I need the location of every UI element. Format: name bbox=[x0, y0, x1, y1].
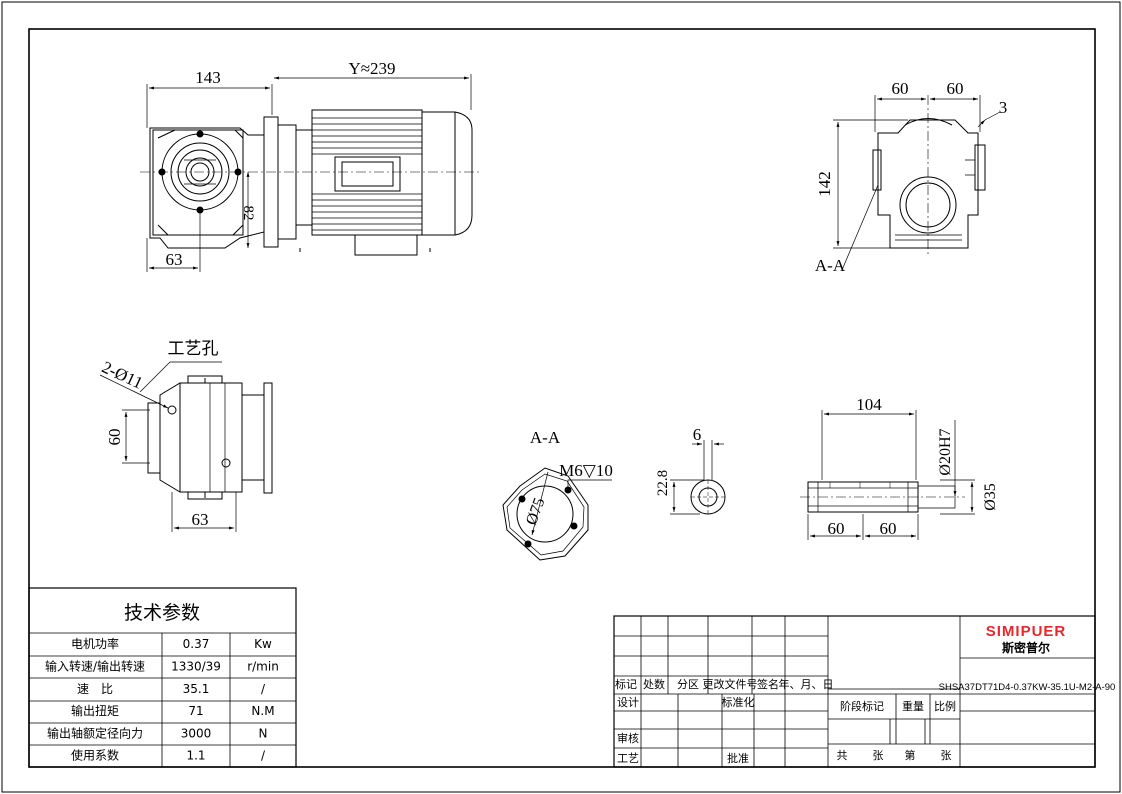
tech-param-name: 速 比 bbox=[77, 682, 113, 696]
tech-params-title: 技术参数 bbox=[124, 602, 200, 624]
tech-param-name: 输入转速/输出转速 bbox=[45, 658, 145, 673]
tb-mark: 标记 bbox=[615, 677, 637, 691]
dim-6: 6 bbox=[693, 425, 702, 444]
shaft-section bbox=[800, 410, 975, 540]
tech-param-value: 35.1 bbox=[183, 682, 210, 696]
tb-design: 设计 bbox=[617, 696, 639, 709]
tb-approve: 批准 bbox=[727, 751, 749, 765]
tb-weight: 重量 bbox=[902, 699, 924, 713]
dim-22-8: 22.8 bbox=[655, 470, 671, 496]
tech-param-unit: / bbox=[261, 749, 266, 763]
tb-total: 共 bbox=[837, 749, 848, 762]
dim-20h7: Ø20H7 bbox=[937, 428, 954, 475]
tech-params-rows: 电机功率 0.37 Kw 输入转速/输出转速 1330/39 r/min 速 比 35.1 / 输… bbox=[45, 636, 279, 763]
tb-date: 年、月、日 bbox=[779, 677, 834, 691]
tech-param-value: 71 bbox=[188, 704, 203, 718]
tech-param-value: 1330/39 bbox=[171, 659, 221, 673]
tb-sign: 签名 bbox=[757, 677, 779, 691]
tech-param-value: 1.1 bbox=[186, 749, 205, 763]
tb-stage-mark: 阶段标记 bbox=[840, 699, 884, 713]
hole-label: 工艺孔 bbox=[168, 339, 219, 359]
tech-param-unit: N bbox=[259, 726, 268, 740]
dim-y-239: Y≈239 bbox=[348, 59, 395, 78]
dim-3: 3 bbox=[999, 98, 1008, 117]
tech-param-name: 电机功率 bbox=[71, 636, 119, 651]
tech-param-value: 0.37 bbox=[183, 637, 210, 651]
tech-param-name: 输出扭矩 bbox=[71, 703, 119, 718]
brand-cn: 斯密普尔 bbox=[1002, 640, 1050, 655]
tb-sheets: 张 bbox=[873, 749, 884, 762]
section-a-a-view bbox=[502, 467, 612, 561]
tb-process: 工艺 bbox=[617, 752, 639, 765]
thread-note: M6▽10 bbox=[559, 461, 613, 480]
tb-sheet-no: 第 bbox=[905, 748, 916, 762]
dim-143: 143 bbox=[195, 68, 221, 87]
tech-param-unit: r/min bbox=[247, 659, 279, 673]
dim-60-left: 60 bbox=[892, 79, 909, 98]
dim-82: 82 bbox=[240, 206, 256, 221]
tech-param-value: 3000 bbox=[181, 726, 212, 740]
dim-63-bottom: 63 bbox=[192, 510, 209, 529]
top-view bbox=[99, 361, 273, 532]
tb-count: 处数 bbox=[643, 678, 665, 691]
tech-params-table bbox=[28, 587, 297, 768]
title-block bbox=[613, 615, 1096, 768]
section-title: A-A bbox=[530, 428, 561, 447]
dim-142: 142 bbox=[815, 171, 834, 197]
tech-param-name: 输出轴额定径向力 bbox=[47, 725, 143, 740]
dim-35: Ø35 bbox=[982, 483, 999, 511]
dim-104: 104 bbox=[856, 395, 882, 414]
tech-param-name: 使用系数 bbox=[71, 748, 119, 763]
hole-note: 2-Ø11 bbox=[99, 357, 146, 392]
inner-frame bbox=[28, 28, 1096, 768]
dim-60-shaft-left: 60 bbox=[828, 519, 845, 538]
tech-param-unit: N.M bbox=[251, 704, 274, 718]
dim-60-side: 60 bbox=[105, 429, 124, 446]
drawing-number: SHSA37DT71D4-0.37KW-35.1U-M2-A-90 bbox=[939, 682, 1116, 693]
tb-zone: 分区 bbox=[677, 678, 699, 691]
dim-63-top: 63 bbox=[166, 250, 183, 269]
tb-standard: 标准化 bbox=[722, 695, 755, 709]
tech-param-unit: Kw bbox=[254, 637, 272, 651]
side-view bbox=[833, 95, 1001, 271]
dim-75: Ø75 bbox=[523, 496, 548, 528]
keyway-detail bbox=[670, 440, 726, 515]
tb-review: 审核 bbox=[617, 731, 639, 745]
front-view bbox=[140, 74, 480, 272]
dim-60-shaft-right: 60 bbox=[880, 519, 897, 538]
tb-sheets-2: 张 bbox=[941, 749, 952, 762]
section-mark-a-a: A-A bbox=[815, 256, 846, 275]
brand-logo: SIMIPUER bbox=[986, 623, 1067, 640]
tb-scale: 比例 bbox=[934, 699, 956, 713]
tb-doc: 更改文件号 bbox=[703, 677, 758, 691]
dim-60-right: 60 bbox=[947, 79, 964, 98]
tech-param-unit: / bbox=[261, 682, 266, 696]
